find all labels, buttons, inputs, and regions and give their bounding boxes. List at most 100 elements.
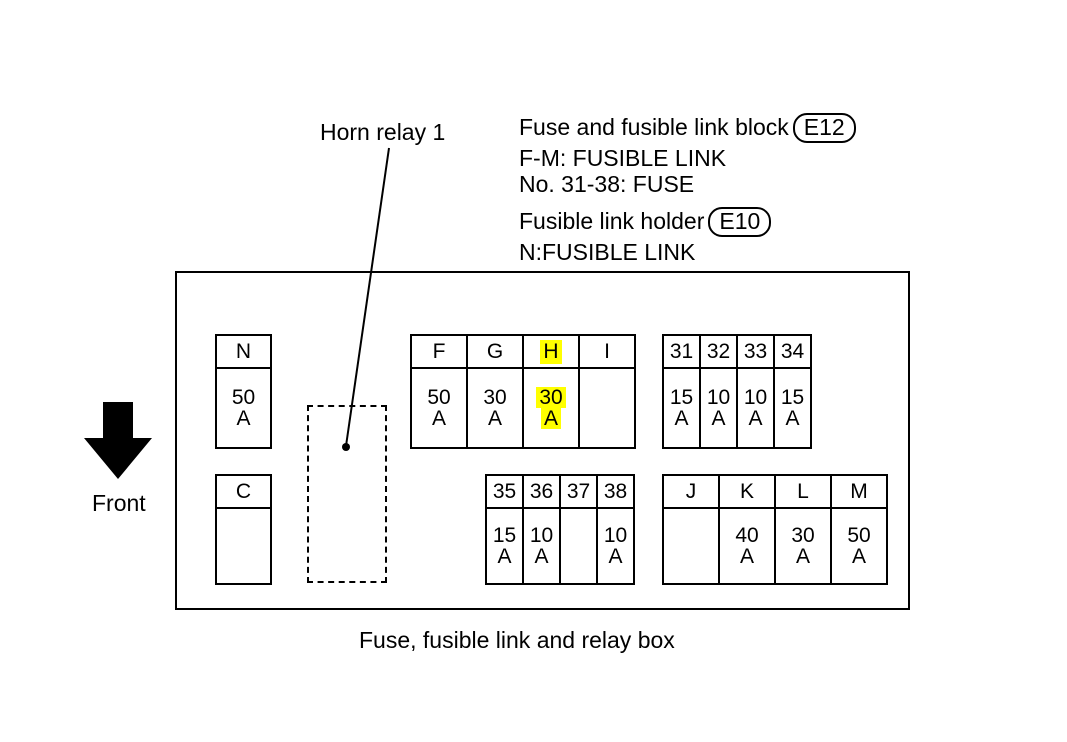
holder-link-label: N:FUSIBLE LINK xyxy=(519,239,696,265)
slot-unit: A xyxy=(739,545,754,568)
slot-label: 36 xyxy=(529,479,554,503)
down-arrow-icon xyxy=(84,402,152,479)
slot-label: N xyxy=(235,339,252,363)
slot-rating: 30 xyxy=(536,387,566,408)
slot-label-cell: K xyxy=(720,476,774,509)
slot-label: 31 xyxy=(669,339,694,363)
slot-unit: A xyxy=(540,408,561,429)
slot-label-cell: 32 xyxy=(701,336,736,369)
slot-rating: 10 xyxy=(706,386,731,409)
slot-label-cell: H xyxy=(524,336,578,369)
slot-label-cell: F xyxy=(412,336,466,369)
slot-rating: 15 xyxy=(669,386,694,409)
slot-unit: A xyxy=(487,407,502,430)
slot-label-cell: 35 xyxy=(487,476,522,509)
slot-label-cell: 34 xyxy=(775,336,810,369)
slot-rating: 50 xyxy=(847,524,871,547)
slot-unit: A xyxy=(748,407,763,430)
slot-rating: 10 xyxy=(743,386,768,409)
slot-rating: 50 xyxy=(427,386,451,409)
slot-label-cell: 38 xyxy=(598,476,633,509)
slot-label-cell: J xyxy=(664,476,718,509)
slot-label: F xyxy=(432,339,446,363)
slot-label-cell: L xyxy=(776,476,830,509)
slot-label: 32 xyxy=(706,339,731,363)
connector-code-e10: E10 xyxy=(708,207,772,237)
slot-label: H xyxy=(540,339,562,364)
horn-relay-outline xyxy=(307,405,387,583)
horn-relay-label: Horn relay 1 xyxy=(320,119,446,145)
slot-rating: 50 xyxy=(231,386,256,409)
slot-label: 38 xyxy=(603,479,628,503)
fuse-range-label: No. 31-38: FUSE xyxy=(519,171,695,197)
slot-rating: 30 xyxy=(483,386,507,409)
slot-label-cell: G xyxy=(468,336,522,369)
slot-rating-cell xyxy=(664,509,718,583)
slot-unit: A xyxy=(674,407,689,430)
slot-label: 37 xyxy=(566,479,591,503)
fusible-link-c-group: C xyxy=(215,474,272,585)
slot-rating-cell xyxy=(561,509,596,583)
slot-rating-cell xyxy=(580,369,634,447)
slot-unit: A xyxy=(608,545,623,568)
slot-label: K xyxy=(739,479,754,503)
slot-label-cell: C xyxy=(217,476,270,509)
slot-label-cell: 31 xyxy=(664,336,699,369)
slot-unit: A xyxy=(851,545,866,568)
slot-label: 35 xyxy=(492,479,517,503)
horn-relay-leader-line xyxy=(345,147,390,447)
horn-relay-leader-dot xyxy=(342,443,350,451)
slot-label-cell: N xyxy=(217,336,270,369)
slot-rating: 30 xyxy=(791,524,815,547)
fuse-slot-37: 37 xyxy=(559,476,596,583)
slot-label: C xyxy=(235,479,252,503)
slot-label-cell: 36 xyxy=(524,476,559,509)
slot-unit: A xyxy=(785,407,800,430)
slot-rating: 40 xyxy=(735,524,759,547)
slot-label: M xyxy=(850,479,868,503)
diagram-caption: Fuse, fusible link and relay box xyxy=(359,627,675,653)
slot-rating: 15 xyxy=(492,524,517,547)
slot-label-cell: M xyxy=(832,476,886,509)
connector-code-e12: E12 xyxy=(792,113,856,143)
relay-box-outline xyxy=(175,271,910,610)
slot-label-cell: 37 xyxy=(561,476,596,509)
slot-unit: A xyxy=(236,407,251,430)
fusible-link-range-label: F-M: FUSIBLE LINK xyxy=(519,145,727,171)
slot-label-cell: I xyxy=(580,336,634,369)
slot-label-cell: 33 xyxy=(738,336,773,369)
slot-rating: 15 xyxy=(780,386,805,409)
front-label: Front xyxy=(92,490,146,516)
fuse-slot-j: J xyxy=(664,476,718,583)
slot-rating: 10 xyxy=(603,524,628,547)
slot-label: I xyxy=(604,339,610,363)
slot-unit: A xyxy=(431,407,446,430)
slot-rating: 10 xyxy=(529,524,554,547)
slot-label: 34 xyxy=(780,339,805,363)
fusible-link-holder-text: Fusible link holder xyxy=(519,208,705,234)
slot-label: 33 xyxy=(743,339,768,363)
